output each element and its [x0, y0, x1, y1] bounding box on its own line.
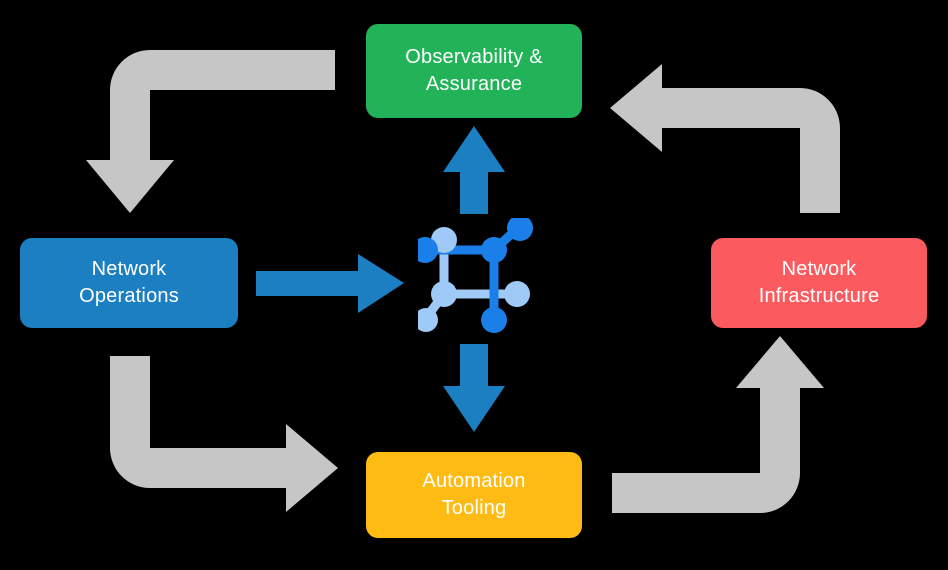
curved-arrow-down-left-icon [86, 50, 335, 213]
node-label-network-infrastructure: Network Infrastructure [758, 258, 880, 307]
node-network-operations[interactable]: Network Operations [20, 238, 238, 328]
node-label-automation-tooling: Automation Tooling [422, 470, 526, 519]
curved-arrow-up-left-icon [610, 64, 840, 213]
arrow-right-icon [256, 254, 404, 313]
node-observability-assurance[interactable]: Observability & Assurance [366, 24, 582, 118]
node-network-infrastructure[interactable]: Network Infrastructure [711, 238, 927, 328]
network-nodes-secondary [418, 227, 530, 332]
network-topology-icon [418, 218, 533, 333]
node-label-network-operations: Network Operations [79, 258, 179, 307]
curved-arrow-up-right-icon [612, 336, 824, 513]
network-nodes-primary [418, 218, 533, 333]
curved-arrow-down-right-icon [110, 356, 338, 512]
arrow-down-icon [443, 344, 505, 432]
node-label-observability: Observability & Assurance [405, 46, 543, 95]
node-automation-tooling[interactable]: Automation Tooling [366, 452, 582, 538]
arrow-up-icon [443, 126, 505, 214]
